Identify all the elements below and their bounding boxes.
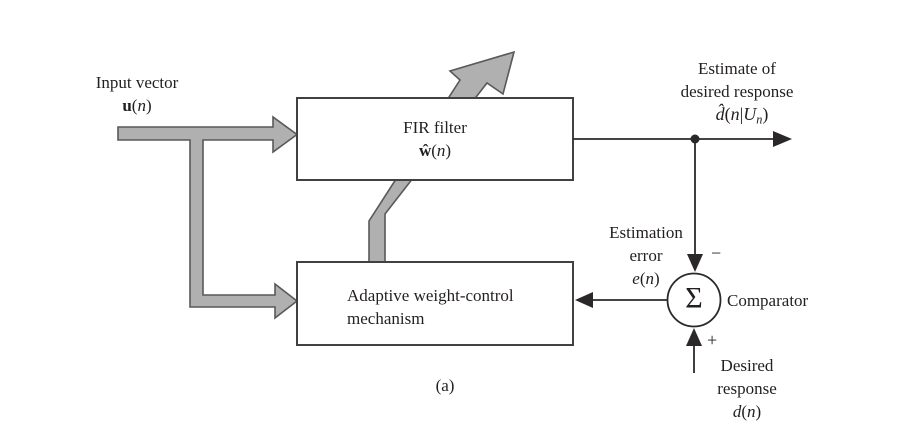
comparator-label: Comparator — [727, 291, 809, 310]
input-vector-title: Input vector — [95, 73, 179, 92]
desired-response-line2: response — [717, 379, 777, 398]
input-signal-arrow — [117, 115, 299, 320]
estimate-formula: d̂(n|Un) — [715, 104, 769, 127]
fir-filter-symbol: ŵ(n) — [418, 141, 452, 160]
estimate-label-line2: desired response — [680, 82, 794, 101]
figure-caption: (a) — [435, 376, 455, 395]
output-arrowhead — [773, 131, 792, 147]
minus-sign: − — [711, 243, 722, 263]
estimate-label: Estimate of desired response — [681, 57, 794, 103]
sigma-symbol: Σ — [685, 281, 703, 315]
comparator-bottom-arrowhead — [686, 328, 702, 346]
estimate-label-line1: Estimate of — [698, 59, 776, 78]
comparator-circle — [666, 272, 722, 328]
adaptive-box-line1: Adaptive weight-control — [347, 286, 514, 305]
input-vector-label: Input vector u(n) — [96, 71, 179, 117]
desired-response-label: Desired response d(n) — [717, 354, 776, 423]
plus-sign: + — [707, 330, 718, 350]
adaptive-box-text: Adaptive weight-control mechanism — [347, 284, 573, 345]
comparator-top-arrowhead — [687, 254, 703, 272]
fir-filter-box-text: FIR filter ŵ(n) — [297, 98, 573, 180]
estimation-error-line2: error — [629, 246, 663, 265]
estimation-error-symbol: e(n) — [632, 269, 660, 288]
adaptive-weight-control-box — [296, 261, 574, 346]
input-vector-symbol: u(n) — [122, 96, 152, 115]
estimation-error-line1: Estimation — [609, 223, 683, 242]
estimation-error-label: Estimation error e(n) — [609, 221, 683, 290]
desired-response-line1: Desired — [720, 356, 774, 375]
error-arrowhead — [575, 292, 593, 308]
desired-response-symbol: d(n) — [732, 402, 762, 421]
fir-filter-title: FIR filter — [403, 118, 467, 137]
fir-filter-box — [296, 97, 574, 181]
adaptive-box-line2: mechanism — [347, 309, 425, 328]
